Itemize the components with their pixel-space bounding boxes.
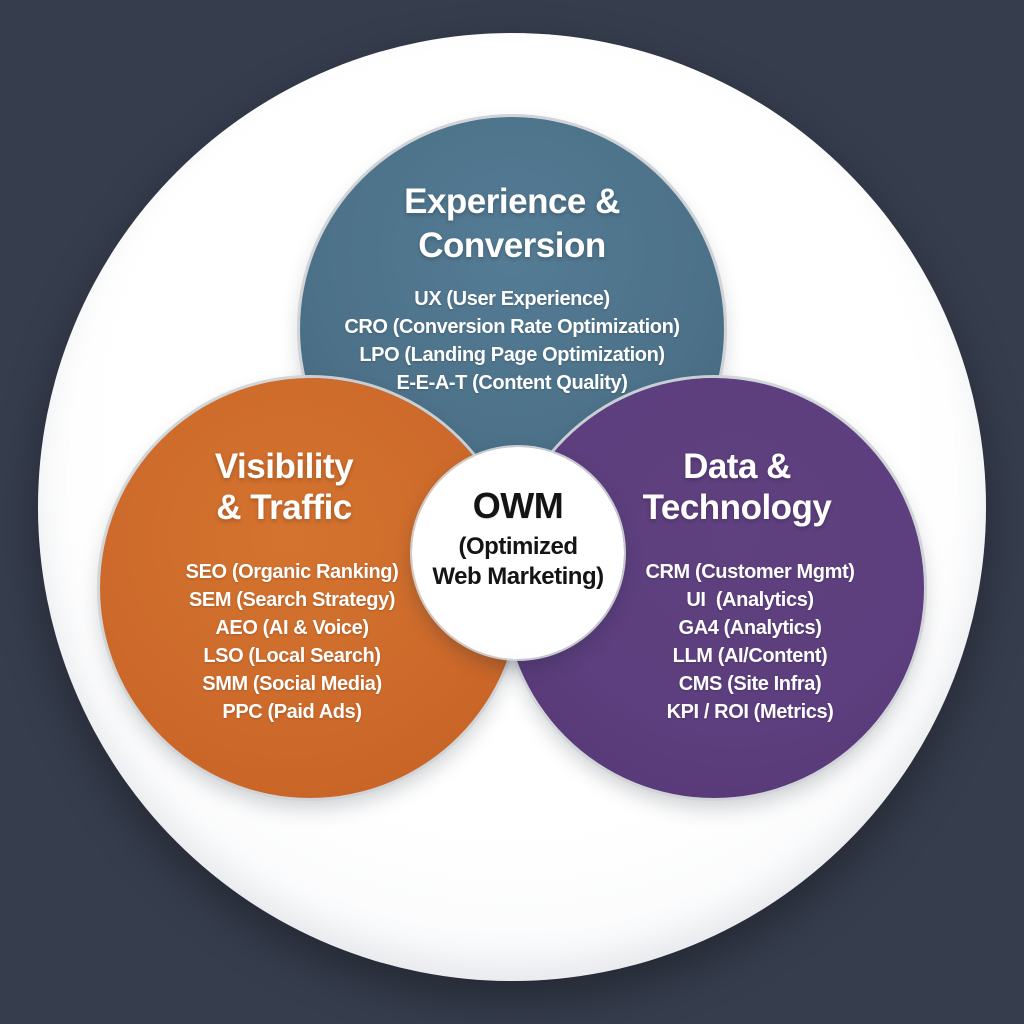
experience-title-line1: Experience &	[404, 182, 620, 221]
circle-item: LPO (Landing Page Optimization)	[359, 344, 665, 366]
data-title-line2: Technology	[642, 488, 832, 527]
circle-item: CRO (Conversion Rate Optimization)	[344, 316, 680, 338]
experience-title-line2: Conversion	[418, 226, 606, 265]
circle-item: E-E-A-T (Content Quality)	[396, 372, 628, 394]
circle-item: UX (User Experience)	[414, 288, 610, 310]
circle-item: KPI / ROI (Metrics)	[666, 701, 834, 723]
circle-item: SEO (Organic Ranking)	[185, 561, 399, 583]
circle-item: LLM (AI/Content)	[672, 645, 828, 667]
circle-item: LSO (Local Search)	[203, 645, 381, 667]
center-hub-circle: OWM (Optimized Web Marketing)	[412, 447, 624, 659]
circle-item: UI (Analytics)	[686, 589, 814, 611]
data-title-line1: Data &	[683, 447, 791, 486]
visibility-title-line2: & Traffic	[216, 488, 352, 527]
center-acronym: OWM	[472, 485, 564, 526]
visibility-title-line1: Visibility	[214, 447, 354, 486]
data-technology-title: Data & Technology	[643, 446, 832, 528]
center-subtitle-line2: Web Marketing)	[432, 563, 604, 590]
visibility-traffic-items: SEO (Organic Ranking) SEM (Search Strate…	[186, 558, 399, 726]
circle-item: GA4 (Analytics)	[678, 617, 822, 639]
experience-conversion-title: Experience & Conversion	[404, 180, 620, 268]
center-subtitle: (Optimized Web Marketing)	[432, 532, 604, 592]
visibility-traffic-title: Visibility & Traffic	[214, 446, 354, 528]
circle-item: SMM (Social Media)	[202, 673, 382, 695]
center-subtitle-line1: (Optimized	[458, 533, 579, 560]
circle-item: SEM (Search Strategy)	[188, 589, 396, 611]
circle-item: AEO (AI & Voice)	[215, 617, 369, 639]
data-technology-items: CRM (Customer Mgmt) UI (Analytics) GA4 (…	[645, 558, 854, 726]
experience-conversion-items: UX (User Experience) CRO (Conversion Rat…	[344, 285, 680, 397]
circle-item: CMS (Site Infra)	[678, 673, 822, 695]
circle-item: PPC (Paid Ads)	[222, 701, 362, 723]
circle-item: CRM (Customer Mgmt)	[645, 561, 855, 583]
